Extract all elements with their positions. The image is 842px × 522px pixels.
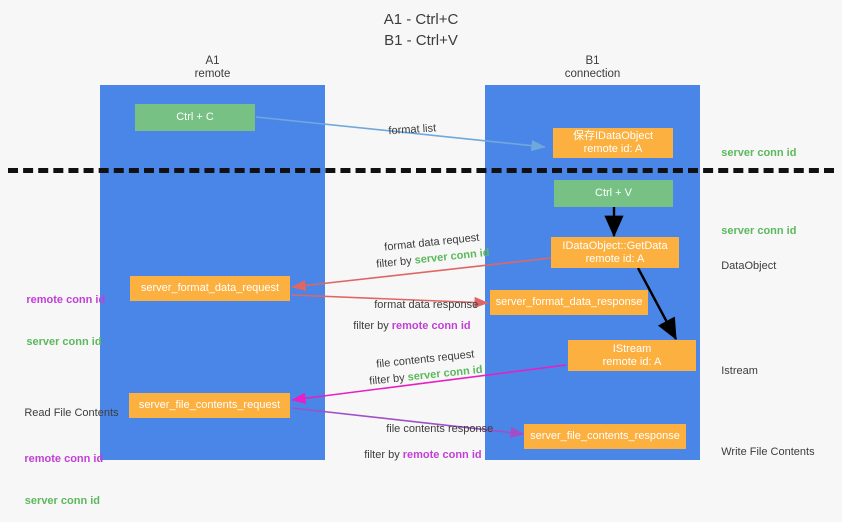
box-server-format-data-response-label: server_format_data_response: [495, 296, 643, 308]
edge-label-file-contents-response: file contents response: [374, 408, 493, 450]
box-server-file-contents-request-label: server_file_contents_request: [138, 399, 281, 411]
box-server-format-data-request-label: server_format_data_request: [140, 282, 280, 294]
edge-label-format-list-text: format list: [388, 122, 437, 138]
box-server-file-contents-response-label: server_file_contents_response: [530, 430, 680, 442]
left-label-server-conn-id-1: server conn id: [8, 321, 102, 363]
filter-prefix: filter by: [364, 449, 403, 461]
side-label-write-file-contents-text: Write File Contents: [721, 446, 815, 458]
lane-header-b1: B1 connection: [485, 55, 700, 81]
left-label-remote-conn-id-2: remote conn id: [6, 438, 104, 480]
side-label-server-conn-id-mid: server conn id: [709, 210, 796, 252]
filter-value-remote-conn-id: remote conn id: [402, 449, 482, 461]
filter-prefix: filter by: [353, 320, 392, 332]
filter-value-server-conn-id: server conn id: [414, 246, 491, 267]
box-server-file-contents-request[interactable]: server_file_contents_request: [129, 393, 290, 418]
side-label-istream-text: Istream: [721, 365, 758, 377]
left-label-remote-conn-id-1: remote conn id: [8, 279, 105, 321]
filter-value-remote-conn-id: remote conn id: [391, 320, 471, 332]
diagram-canvas: A1 - Ctrl+C B1 - Ctrl+V A1 remote B1 con…: [0, 9, 842, 507]
lane-header-b1-sub: connection: [564, 68, 621, 80]
left-label-server-conn-id-2-text: server conn id: [24, 495, 100, 507]
left-label-group-file: Read File Contents remote conn id server…: [6, 392, 118, 522]
box-server-file-contents-response[interactable]: server_file_contents_response: [524, 424, 686, 449]
lane-header-a1-sub: remote: [194, 68, 231, 80]
box-istream-line2: remote id: A: [602, 355, 662, 368]
box-istream-line1: IStream: [612, 342, 652, 355]
left-label-server-conn-id-1-text: server conn id: [26, 336, 102, 348]
box-ctrl-v-label: Ctrl + V: [595, 187, 632, 199]
edge-label-file-contents-response-filter: filter by remote conn id: [352, 434, 482, 476]
lane-header-a1-name: A1: [205, 55, 220, 67]
side-label-dataobject-text: DataObject: [721, 260, 777, 272]
edge-label-format-list: format list: [375, 107, 437, 153]
filter-value-server-conn-id: server conn id: [407, 363, 484, 384]
side-label-write-file-contents: Write File Contents: [709, 431, 815, 473]
side-label-istream: Istream: [709, 350, 758, 392]
side-label-server-conn-id-top: server conn id: [709, 132, 796, 174]
edge-label-format-data-response-filter: filter by remote conn id: [341, 305, 471, 347]
box-save-idataobject-line2: remote id: A: [583, 143, 643, 155]
page-title: A1 - Ctrl+C B1 - Ctrl+V: [0, 9, 842, 51]
title-line-1: A1 - Ctrl+C: [383, 11, 459, 28]
left-label-read-file-contents-text: Read File Contents: [24, 407, 119, 419]
box-istream[interactable]: IStream remote id: A: [568, 340, 696, 371]
left-label-read-file-contents: Read File Contents: [6, 392, 118, 434]
box-ctrl-v[interactable]: Ctrl + V: [554, 180, 673, 207]
box-save-idataobject[interactable]: 保存IDataObject remote id: A: [553, 128, 673, 158]
edge-label-file-contents-response-text: file contents response: [386, 423, 494, 435]
lane-header-b1-name: B1: [585, 55, 600, 67]
side-label-server-conn-id-top-text: server conn id: [721, 147, 797, 159]
box-ctrl-c[interactable]: Ctrl + C: [135, 104, 255, 131]
filter-prefix: filter by: [368, 371, 409, 388]
lane-header-a1: A1 remote: [100, 55, 325, 81]
dashed-divider: [8, 168, 834, 173]
box-server-format-data-response[interactable]: server_format_data_response: [490, 290, 648, 315]
left-label-group-format: remote conn id server conn id: [8, 279, 105, 363]
box-server-format-data-request[interactable]: server_format_data_request: [130, 276, 290, 301]
title-line-2: B1 - Ctrl+V: [384, 32, 458, 49]
left-label-remote-conn-id-1-text: remote conn id: [26, 294, 106, 306]
edge-label-format-data-response: format data response: [362, 284, 478, 326]
box-save-idataobject-line1: 保存IDataObject: [572, 130, 654, 142]
box-ctrl-c-label: Ctrl + C: [176, 111, 214, 123]
left-label-server-conn-id-2: server conn id: [6, 480, 100, 522]
edge-label-format-data-response-text: format data response: [374, 299, 479, 311]
side-label-dataobject: DataObject: [709, 245, 776, 287]
side-label-server-conn-id-mid-text: server conn id: [721, 225, 797, 237]
left-label-remote-conn-id-2-text: remote conn id: [24, 453, 104, 465]
filter-prefix: filter by: [375, 254, 416, 271]
box-getdata-line1: IDataObject::GetData: [562, 239, 668, 252]
box-idataobject-getdata[interactable]: IDataObject::GetData remote id: A: [551, 237, 679, 268]
box-getdata-line2: remote id: A: [585, 252, 645, 265]
